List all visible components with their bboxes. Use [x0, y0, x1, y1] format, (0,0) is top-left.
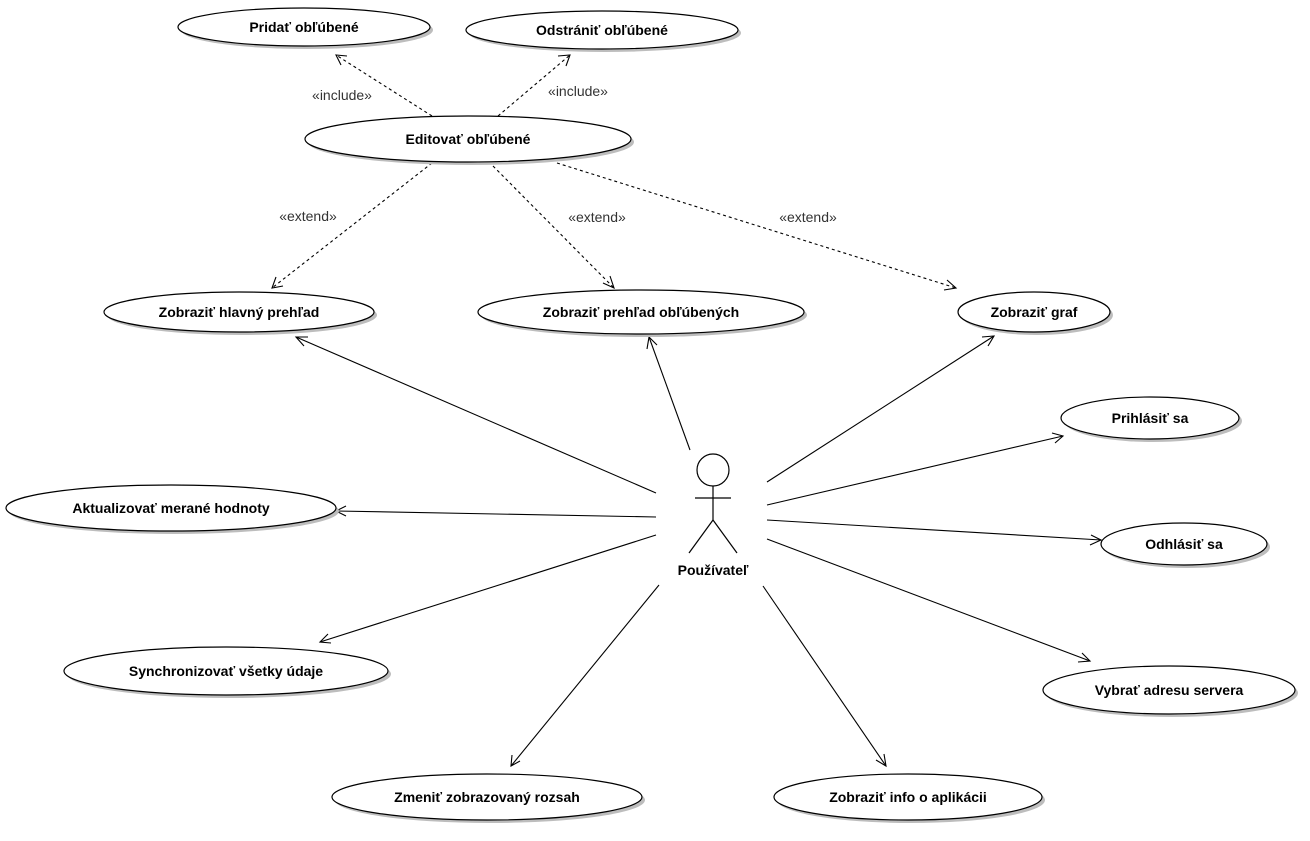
use-case-show-graph[interactable]: Zobraziť graf	[957, 291, 1113, 335]
assoc-login	[766, 432, 1065, 506]
use-case-server-address[interactable]: Vybrať adresu servera	[1042, 665, 1298, 717]
assoc-change-range	[510, 584, 660, 767]
use-case-label: Zobraziť prehľad obľúbených	[543, 304, 739, 320]
extend-edit-to-graph	[556, 162, 958, 291]
use-case-login[interactable]: Prihlásiť sa	[1060, 396, 1242, 442]
use-case-remove-favorite[interactable]: Odstrániť obľúbené	[465, 10, 741, 52]
use-case-label: Synchronizovať všetky údaje	[129, 663, 323, 679]
use-case-change-range[interactable]: Zmeniť zobrazovaný rozsah	[331, 773, 645, 823]
actor-right-leg	[712, 519, 738, 554]
use-case-edit-favorites[interactable]: Editovať obľúbené	[304, 115, 634, 165]
actor-left-leg	[688, 519, 714, 554]
use-case-label: Editovať obľúbené	[406, 131, 531, 147]
assoc-sync	[318, 534, 657, 644]
actor-user[interactable]: Používateľ	[678, 453, 749, 578]
use-case-label: Zobraziť graf	[991, 304, 1078, 320]
use-case-sync-all[interactable]: Synchronizovať všetky údaje	[63, 646, 391, 698]
use-case-update-values[interactable]: Aktualizovať merané hodnoty	[5, 484, 339, 534]
use-case-label: Pridať obľúbené	[249, 19, 359, 35]
use-case-label: Aktualizovať merané hodnoty	[72, 500, 270, 516]
use-case-label: Zobraziť hlavný prehľad	[159, 304, 320, 320]
actor-head	[696, 453, 730, 487]
use-case-label: Vybrať adresu servera	[1095, 682, 1244, 698]
include-edit-to-remove	[497, 54, 571, 117]
assoc-graph	[766, 335, 996, 483]
extend-edit-to-favorites-overview	[492, 165, 615, 290]
use-case-label: Zmeniť zobrazovaný rozsah	[394, 789, 580, 805]
use-case-logout[interactable]: Odhlásiť sa	[1100, 522, 1270, 568]
use-case-add-favorite[interactable]: Pridať obľúbené	[177, 7, 433, 49]
include-label-add: «include»	[312, 87, 372, 103]
assoc-update-values	[334, 505, 657, 518]
actor-label: Používateľ	[678, 562, 749, 578]
use-case-main-overview[interactable]: Zobraziť hlavný prehľad	[103, 291, 377, 335]
assoc-favorites-overview	[646, 335, 691, 451]
include-label-remove: «include»	[548, 83, 608, 99]
extend-label-favorites-overview: «extend»	[568, 209, 626, 225]
assoc-main-overview	[294, 336, 657, 494]
use-case-label: Odstrániť obľúbené	[536, 22, 668, 38]
assoc-server-address	[766, 538, 1092, 663]
use-case-label: Odhlásiť sa	[1145, 536, 1223, 552]
use-case-app-info[interactable]: Zobraziť info o aplikácii	[773, 773, 1045, 823]
include-edit-to-add	[335, 54, 433, 117]
extend-edit-to-main-overview	[271, 162, 433, 289]
extend-label-graph: «extend»	[779, 209, 837, 225]
assoc-app-info	[762, 585, 887, 768]
use-case-label: Prihlásiť sa	[1112, 410, 1189, 426]
use-case-label: Zobraziť info o aplikácii	[829, 789, 987, 805]
extend-label-main-overview: «extend»	[279, 208, 337, 224]
use-case-favorites-overview[interactable]: Zobraziť prehľad obľúbených	[477, 289, 807, 337]
assoc-logout	[766, 519, 1103, 546]
